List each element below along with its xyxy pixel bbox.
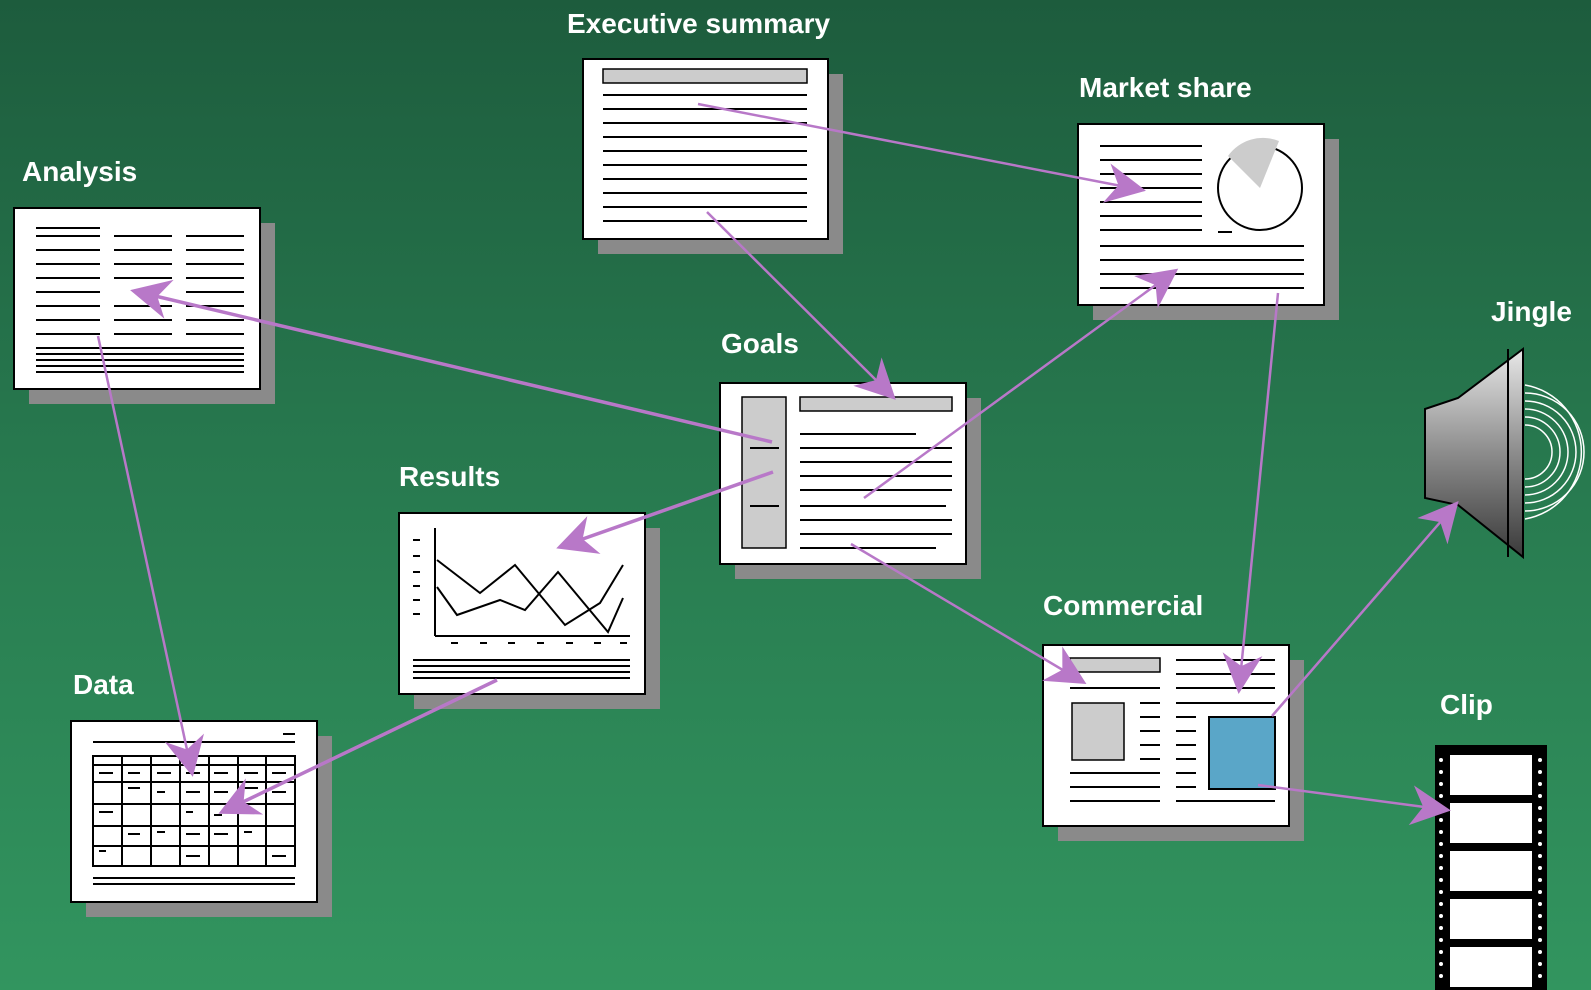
label-analysis: Analysis — [22, 156, 138, 187]
arrow-results-to-data — [218, 678, 498, 815]
arrow-goals-to-market-share — [863, 268, 1179, 500]
arrow-market-share-to-commercial — [1222, 292, 1280, 694]
label-data: Data — [73, 669, 134, 700]
label-jingle: Jingle — [1491, 296, 1572, 327]
label-market-share: Market share — [1079, 72, 1252, 103]
document-commercial — [1042, 644, 1304, 841]
arrow-commercial-to-jingle — [1271, 500, 1459, 717]
arrow-commercial-to-clip — [1257, 783, 1451, 826]
document-goals — [719, 382, 981, 579]
arrow-executive-summary-to-goals — [706, 211, 896, 400]
label-commercial: Commercial — [1043, 590, 1204, 621]
document-market-share — [1077, 123, 1339, 320]
arrow-analysis-to-data — [96, 335, 204, 777]
label-clip: Clip — [1440, 689, 1493, 720]
film-clip-icon — [1435, 745, 1547, 990]
document-analysis — [13, 207, 275, 404]
document-data — [70, 720, 332, 917]
label-goals: Goals — [721, 328, 799, 359]
label-results: Results — [399, 461, 501, 492]
arrow-executive-summary-to-market-share — [697, 102, 1146, 203]
speaker-icon — [1424, 346, 1585, 560]
arrow-goals-to-analysis — [130, 279, 773, 444]
document-results — [398, 512, 660, 709]
document-executive-summary — [582, 58, 843, 254]
arrow-goals-to-commercial — [850, 542, 1087, 685]
arrow-goals-to-results — [556, 470, 774, 554]
label-executive-summary: Executive summary — [567, 8, 831, 39]
